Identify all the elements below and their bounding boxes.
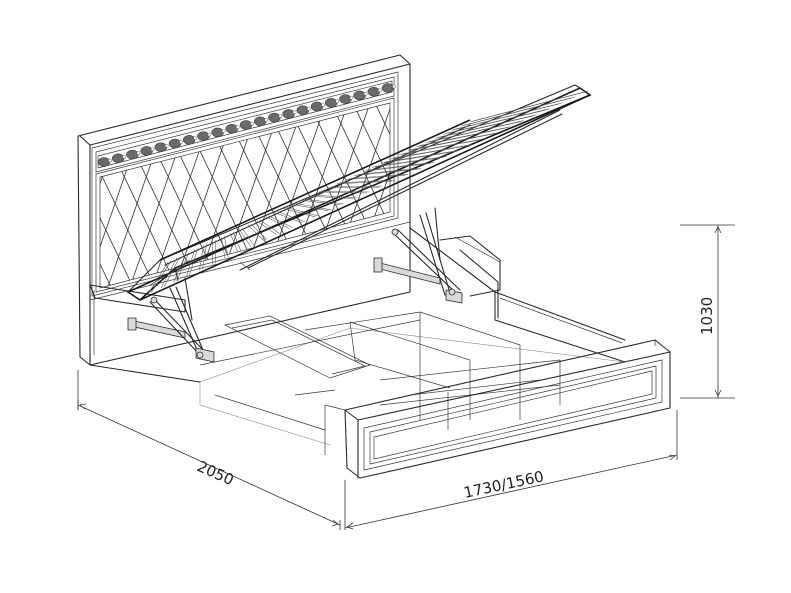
lift-mechanism-right <box>373 207 463 304</box>
dimension-height-label: 1030 <box>698 297 716 335</box>
base-slats <box>147 90 589 295</box>
dimension-width <box>344 410 678 530</box>
dimension-length <box>77 370 346 530</box>
bed-frame <box>89 227 626 455</box>
footboard <box>344 339 671 479</box>
dimension-height <box>680 224 735 399</box>
headboard <box>77 54 411 366</box>
quilted-diamond-panel <box>100 103 390 288</box>
dimension-width-label: 1730/1560 <box>462 467 545 502</box>
dimension-length-label: 2050 <box>194 457 236 489</box>
lifted-slatted-base <box>126 84 592 301</box>
ornamental-band <box>97 83 396 167</box>
lift-mechanism-left <box>127 277 215 363</box>
